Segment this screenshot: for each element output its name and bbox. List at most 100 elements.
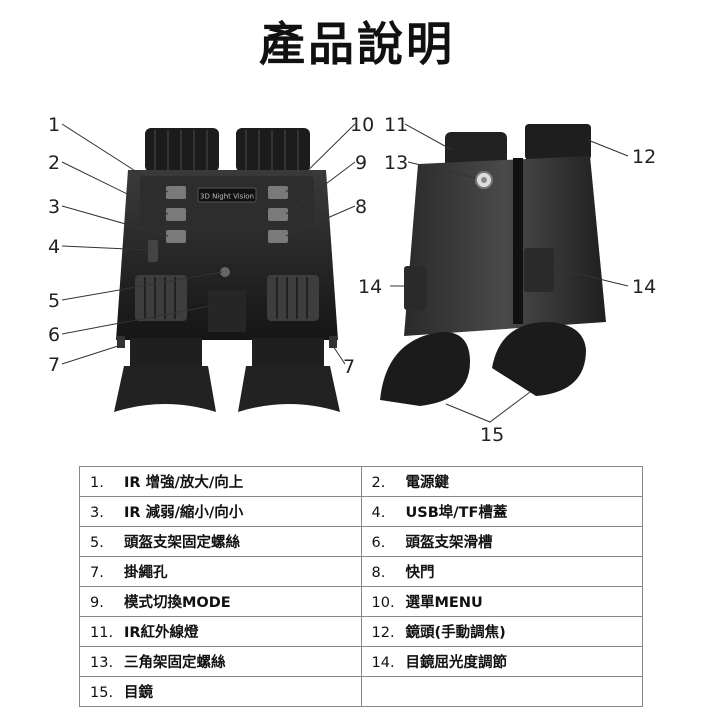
- part-number: 9.: [90, 595, 104, 611]
- part-label: 目鏡屈光度調節: [405, 655, 508, 671]
- table-cell: 3. IR 減弱/縮小/向小: [79, 496, 362, 527]
- table-cell: 10. 選單MENU: [360, 586, 643, 617]
- part-label: IR 增強/放大/向上: [124, 475, 244, 491]
- part-number: 7.: [90, 565, 104, 581]
- table-row: 11. IR紅外線燈 12. 鏡頭(手動調焦): [79, 616, 643, 647]
- callout-5: 5: [48, 290, 60, 312]
- table-cell: 8. 快門: [360, 556, 643, 587]
- front-view-device: 3D Night Vision: [114, 128, 340, 412]
- eyepiece-left: [114, 366, 216, 412]
- helmet-mount-screw[interactable]: [218, 265, 232, 279]
- table-row: 3. IR 減弱/縮小/向小 4. USB埠/TF槽蓋: [79, 496, 643, 527]
- part-number: 4.: [371, 505, 386, 521]
- table-cell: 1. IR 增強/放大/向上: [79, 466, 362, 497]
- callout-12: 12: [632, 146, 656, 168]
- part-label: 頭盔支架滑槽: [405, 535, 493, 551]
- part-number: 5.: [90, 535, 104, 551]
- table-row: 5. 頭盔支架固定螺絲 6. 頭盔支架滑槽: [79, 526, 643, 557]
- part-label: 電源鍵: [405, 475, 450, 491]
- table-row: 13. 三角架固定螺絲 14. 目鏡屈光度調節: [79, 646, 643, 677]
- part-number: 12.: [371, 625, 395, 641]
- callout-7-left: 7: [48, 354, 60, 376]
- shutter-button[interactable]: [268, 230, 288, 243]
- table-cell: 5. 頭盔支架固定螺絲: [79, 526, 362, 557]
- lanyard-hole-right: [329, 336, 337, 348]
- table-cell: 15. 目鏡: [79, 676, 362, 707]
- part-label: USB埠/TF槽蓋: [405, 505, 508, 521]
- part-label: IR 減弱/縮小/向小: [124, 505, 244, 521]
- part-number: 11.: [90, 625, 114, 641]
- helmet-slide-rail: [208, 290, 246, 332]
- table-cell-empty: [360, 676, 643, 707]
- callout-15: 15: [480, 424, 504, 446]
- table-cell: 7. 掛繩孔: [79, 556, 362, 587]
- side-diopter-wheel-right[interactable]: [524, 248, 554, 292]
- part-label: 模式切換MODE: [124, 595, 231, 611]
- part-number: 10.: [371, 595, 395, 611]
- eyepiece-right: [238, 366, 340, 412]
- side-eyecup-right: [492, 322, 586, 396]
- part-number: 8.: [371, 565, 386, 581]
- part-label: 鏡頭(手動調焦): [405, 625, 506, 641]
- table-row: 9. 模式切換MODE 10. 選單MENU: [79, 586, 643, 617]
- product-diagram: 3D Night Vision: [48, 114, 656, 446]
- side-view-device: [380, 124, 606, 406]
- callout-numbers: 1 2 3 4 5 6 7 7 8 9 10 11 12 13 14 14 15: [48, 114, 656, 446]
- part-label: 快門: [405, 565, 435, 581]
- device-label-plate: [197, 187, 257, 203]
- callout-2: 2: [48, 152, 60, 174]
- callout-11: 11: [384, 114, 408, 136]
- part-number: 14.: [371, 655, 395, 671]
- table-cell: 2. 電源鍵: [360, 466, 643, 497]
- part-number: 15.: [90, 685, 114, 701]
- side-body: [404, 156, 606, 336]
- table-row: 7. 掛繩孔 8. 快門: [79, 556, 643, 587]
- callout-10: 10: [350, 114, 374, 136]
- ir-up-button[interactable]: [166, 186, 186, 199]
- callout-1: 1: [48, 114, 60, 136]
- side-diopter-wheel-left[interactable]: [404, 266, 426, 310]
- front-lens-housing: [525, 124, 591, 160]
- callout-13: 13: [384, 152, 408, 174]
- part-number: 3.: [90, 505, 104, 521]
- part-label: 頭盔支架固定螺絲: [124, 535, 240, 551]
- table-cell: 4. USB埠/TF槽蓋: [360, 496, 643, 527]
- part-label: 掛繩孔: [124, 565, 168, 581]
- callout-lines: [61, 123, 629, 423]
- callout-6: 6: [48, 324, 60, 346]
- callout-8: 8: [355, 196, 367, 218]
- callout-14-right: 14: [632, 276, 656, 298]
- lanyard-hole-left: [117, 336, 125, 348]
- parts-table: 1. IR 增強/放大/向上 2. 電源鍵 3. IR 減弱/縮小/向小 4. USB埠…: [79, 466, 643, 707]
- part-label: 目鏡: [124, 685, 153, 701]
- table-cell: 13. 三角架固定螺絲: [79, 646, 362, 677]
- side-eyecup-left: [380, 331, 470, 406]
- part-number: 1.: [90, 475, 104, 491]
- page-title: 產品說明: [259, 17, 455, 71]
- table-row: 1. IR 增強/放大/向上 2. 電源鍵: [79, 466, 643, 497]
- part-label: 三角架固定螺絲: [124, 655, 226, 671]
- part-number: 13.: [90, 655, 114, 671]
- table-cell: 12. 鏡頭(手動調焦): [360, 616, 643, 647]
- power-button[interactable]: [166, 208, 186, 221]
- device-label: 3D Night Vision: [200, 193, 254, 201]
- ir-down-button[interactable]: [166, 230, 186, 243]
- callout-14-left: 14: [358, 276, 382, 298]
- callout-9: 9: [355, 152, 367, 174]
- part-number: 2.: [371, 475, 386, 491]
- usb-tf-cover[interactable]: [148, 240, 158, 262]
- callout-3: 3: [48, 196, 60, 218]
- part-label: 選單MENU: [405, 595, 483, 611]
- mode-button[interactable]: [268, 208, 288, 221]
- part-label: IR紅外線燈: [124, 625, 199, 641]
- table-row: 15. 目鏡: [79, 676, 643, 707]
- table-cell: 14. 目鏡屈光度調節: [360, 646, 643, 677]
- menu-button[interactable]: [268, 186, 288, 199]
- callout-4: 4: [48, 236, 60, 258]
- diopter-wheel-right[interactable]: [267, 275, 319, 321]
- callout-7-right: 7: [343, 356, 355, 378]
- table-cell: 9. 模式切換MODE: [79, 586, 362, 617]
- table-cell: 6. 頭盔支架滑槽: [360, 526, 643, 557]
- part-number: 6.: [371, 535, 386, 551]
- diopter-wheel-left[interactable]: [135, 275, 187, 321]
